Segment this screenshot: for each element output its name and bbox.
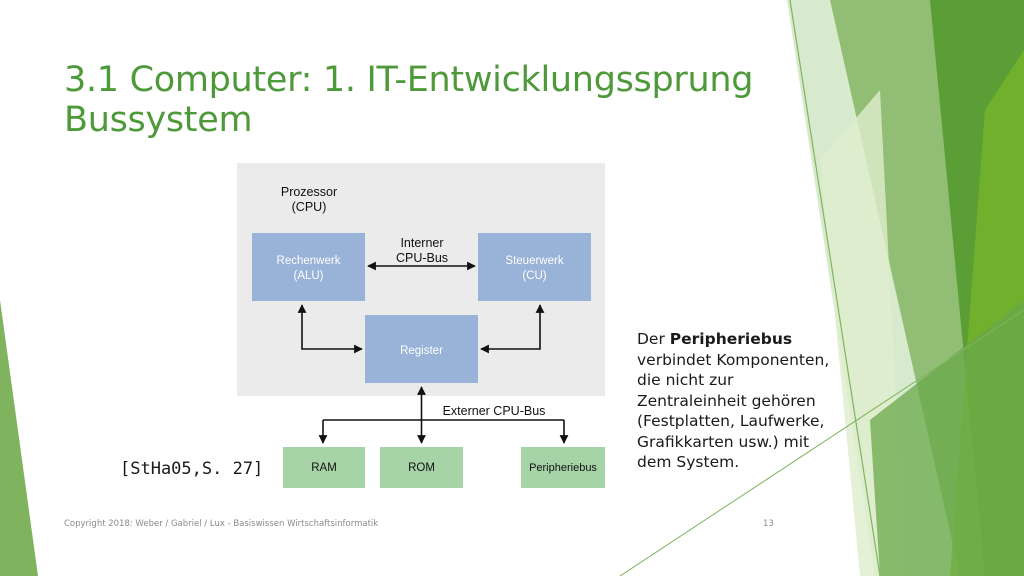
alu-label-line2: (ALU) (293, 270, 323, 282)
cu-box (478, 233, 591, 301)
cu-label-line2: (CU) (522, 270, 546, 282)
title-line-2: Bussystem (64, 100, 253, 140)
title-line-1: 3.1 Computer: 1. IT-Entwicklungssprung (64, 60, 754, 100)
peripheral-description: Der Peripheriebus verbindet Komponenten,… (637, 329, 877, 473)
external-bus-label: Externer CPU-Bus (443, 404, 546, 418)
desc-line-2: verbindet Komponenten, (637, 350, 830, 369)
register-label: Register (400, 345, 443, 357)
cu-label-line1: Steuerwerk (505, 255, 563, 267)
deco-line-1 (789, 0, 881, 576)
register-box (365, 315, 478, 383)
peripheral-label: Peripheriebus (529, 462, 597, 474)
desc-line-7: dem System. (637, 453, 740, 471)
deco-line-2 (619, 309, 1024, 576)
ram-label: RAM (311, 462, 337, 474)
desc-line-4: Zentraleinheit gehören (637, 391, 816, 410)
desc-line-3: die nicht zur (637, 371, 734, 389)
rom-label: ROM (408, 462, 435, 474)
cpu-label-line1: Prozessor (281, 185, 337, 199)
internal-bus-label-line1: Interner (400, 236, 443, 250)
page-number: 13 (763, 519, 774, 529)
alu-label-line1: Rechenwerk (277, 255, 341, 267)
slide-title: 3.1 Computer: 1. IT-Entwicklungssprung B… (64, 60, 784, 140)
internal-bus-label-line2: CPU-Bus (396, 251, 448, 265)
deco-facet-lower-green (870, 300, 1024, 576)
copyright-footer: Copyright 2018: Weber / Gabriel / Lux - … (64, 519, 379, 529)
desc-prefix: Der (637, 330, 670, 348)
deco-facet-left (0, 300, 38, 576)
desc-bold-term: Peripheriebus (669, 330, 793, 348)
cpu-label-line2: (CPU) (292, 200, 327, 214)
source-reference: [StHa05,S. 27] (120, 459, 264, 479)
alu-box (252, 233, 365, 301)
alu-register-arrow (297, 304, 363, 354)
ram-box (283, 447, 365, 488)
cu-register-arrow (480, 304, 545, 354)
rom-box (380, 447, 463, 488)
desc-line-6: Grafikkarten usw.) mit (637, 432, 810, 451)
desc-line-5: (Festplatten, Laufwerke, (637, 412, 825, 430)
peripheral-box (521, 447, 605, 488)
desc-line-1: Der Peripheriebus (637, 329, 877, 350)
